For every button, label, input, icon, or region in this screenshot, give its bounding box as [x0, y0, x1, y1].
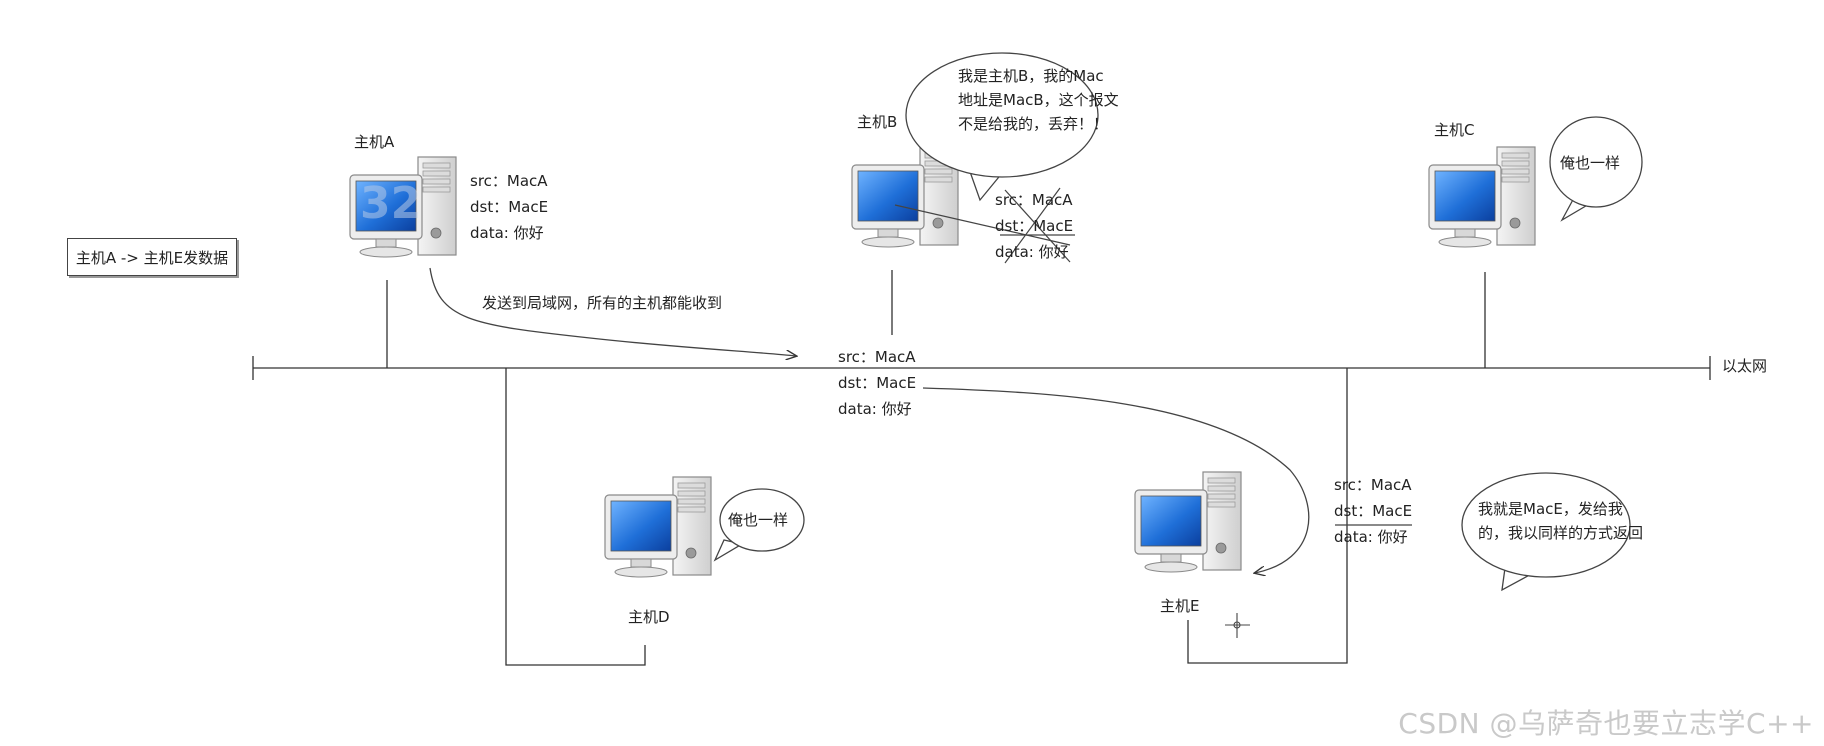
bubble-c-outline	[1549, 116, 1643, 222]
packet-data: data: 你好	[995, 243, 1069, 261]
bubble-e-text: 我就是MacE，发给我 的，我以同样的方式返回	[1478, 497, 1643, 545]
cursor-crosshair-icon	[1225, 613, 1250, 638]
bubble-c-text: 俺也一样	[1560, 154, 1621, 172]
bubble-b-line-2: 地址是MacB，这个报文	[958, 91, 1119, 109]
packet-data: data: 你好	[1334, 528, 1408, 546]
bubble-e-outline	[1461, 472, 1631, 592]
packet-host-a: src：MacA dst：MacE data: 你好	[470, 168, 548, 246]
host-e-computer-icon	[1134, 471, 1242, 573]
bubble-d-outline	[713, 488, 805, 562]
packet-dst: dst：MacE	[995, 217, 1074, 235]
host-b-label: 主机B	[857, 113, 898, 131]
host-c-computer-icon	[1428, 146, 1536, 248]
ethernet-bus	[252, 356, 1711, 380]
packet-src: src：MacA	[995, 191, 1073, 209]
host-d-label: 主机D	[628, 608, 670, 626]
packet-src: src：MacA	[838, 348, 916, 366]
send-to-lan-arrow	[429, 267, 796, 356]
packet-data: data: 你好	[470, 224, 544, 242]
ethernet-label: 以太网	[1722, 357, 1768, 375]
packet-dst: dst：MacE	[470, 198, 549, 216]
send-note: 发送到局域网，所有的主机都能收到	[482, 294, 723, 312]
host-a-overlay-number: 32	[360, 178, 422, 229]
drop-cables	[386, 270, 1486, 666]
bubble-b-text: 我是主机B，我的Mac 地址是MacB，这个报文 不是给我的，丢弃！！	[958, 64, 1119, 136]
host-b-discard-cross	[894, 187, 1075, 264]
packet-src: src：MacA	[470, 172, 548, 190]
bubble-e-line-1: 我就是MacE，发给我	[1478, 500, 1623, 518]
host-d-computer-icon	[604, 476, 712, 578]
deliver-to-e-arrow	[922, 387, 1310, 573]
task-box-label: 主机A -> 主机E发数据	[75, 248, 229, 267]
packet-on-bus: src：MacA dst：MacE data: 你好	[838, 344, 916, 422]
packet-host-e: src：MacA dst：MacE data: 你好	[1334, 472, 1412, 550]
packet-host-b: src：MacA dst：MacE data: 你好	[995, 187, 1073, 265]
packet-dst: dst：MacE	[1334, 502, 1413, 520]
bubble-e-line-2: 的，我以同样的方式返回	[1478, 524, 1644, 542]
task-box: 主机A -> 主机E发数据	[67, 238, 237, 276]
bubble-b-line-1: 我是主机B，我的Mac	[958, 67, 1104, 85]
bubble-b-line-3: 不是给我的，丢弃！！	[958, 115, 1109, 133]
packet-data: data: 你好	[838, 400, 912, 418]
host-a-label: 主机A	[354, 133, 395, 151]
host-e-label: 主机E	[1160, 597, 1200, 615]
packet-src: src：MacA	[1334, 476, 1412, 494]
host-c-label: 主机C	[1434, 121, 1475, 139]
bubble-b-outline	[905, 52, 1099, 202]
packet-dst: dst：MacE	[838, 374, 917, 392]
watermark: CSDN @乌萨奇也要立志学C++	[1398, 707, 1814, 740]
bubble-d-text: 俺也一样	[728, 511, 789, 529]
